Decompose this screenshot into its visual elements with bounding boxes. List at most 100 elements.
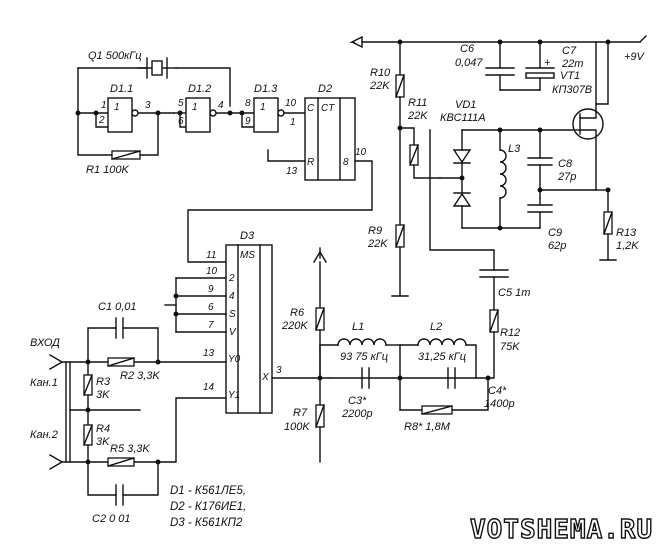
gate-d1-2 (185, 97, 211, 133)
label-ch1: Кан.1 (30, 377, 58, 389)
pin-d11-in2: 2 (98, 115, 105, 126)
filter-section: R6 220K R7 100K L1 93 75 кГц C3* 2200p L… (271, 247, 515, 463)
label-ch2: Кан.2 (30, 429, 58, 441)
pin-d13-in2: 9 (245, 116, 251, 127)
label-r13: R13 (616, 227, 637, 239)
label-r13-value: 1,2K (616, 240, 639, 252)
label-d1-3: D1.3 (254, 83, 278, 95)
pin-d2-c: C (307, 103, 315, 114)
pin-d3-9: 9 (208, 284, 214, 295)
pin-d2-13: 13 (286, 166, 298, 177)
svg-text:1: 1 (260, 102, 266, 113)
pin-d3-6: 6 (208, 302, 214, 313)
label-r2: R2 3,3K (120, 370, 160, 382)
label-minus: − (349, 37, 356, 49)
label-r9-value: 22K (367, 238, 388, 250)
pin-d11-out: 3 (145, 100, 151, 111)
pin-d3-10: 10 (206, 266, 218, 277)
label-c3: C3* (348, 395, 367, 407)
note-line-2: D2 - К176ИЕ1, (170, 501, 246, 513)
mux-d3: D3 MS 2 4 S V Y0 Y1 X 11 10 9 6 7 13 14 … (164, 230, 282, 414)
transistor-vt1 (572, 108, 604, 140)
pin-d13-in1: 8 (245, 98, 251, 109)
label-d2: D2 (318, 83, 332, 95)
pin-d2-q: 1 (290, 117, 296, 128)
label-r11: R11 (408, 97, 427, 109)
pin-d3-7: 7 (208, 320, 214, 331)
label-c8-value: 27p (557, 171, 576, 183)
svg-text:1: 1 (114, 102, 120, 113)
label-r7: R7 (293, 407, 308, 419)
rf-section: − +9V C6 0,047 + C7 22m R10 22K (349, 35, 647, 379)
pin-d11-in1: 1 (101, 100, 107, 111)
pin-d2-10: 10 (355, 147, 367, 158)
label-r11-value: 22K (407, 110, 428, 122)
pin-d3-y0: Y0 (228, 354, 241, 365)
label-d3: D3 (240, 230, 255, 242)
label-d1-2: D1.2 (188, 83, 211, 95)
label-vt1-value: КП307В (552, 84, 592, 96)
label-l2: L2 (430, 321, 442, 333)
pin-d12-in2: 6 (178, 116, 184, 127)
gate-d1-1 (107, 97, 133, 133)
pin-d3-13: 13 (203, 348, 215, 359)
pin-d13-out: 10 (285, 98, 297, 109)
pin-d3-s: S (229, 309, 236, 320)
pin-d3-x: X (261, 372, 269, 383)
label-c3-value: 2200p (341, 408, 373, 420)
label-r12: R12 (500, 327, 520, 339)
label-c5: C5 1m (498, 287, 530, 299)
svg-text:+: + (544, 57, 551, 69)
label-r6-value: 220K (281, 320, 308, 332)
label-q1: Q1 500кГц (88, 50, 142, 62)
pin-d2-ct: CT (321, 103, 335, 114)
label-c6: C6 (460, 43, 475, 55)
pin-d12-out: 4 (218, 100, 224, 111)
pin-d3-11: 11 (206, 250, 216, 261)
label-d1-1: D1.1 (110, 83, 133, 95)
label-r5: R5 3,3K (110, 443, 150, 455)
label-r10-value: 22K (369, 80, 390, 92)
label-c4-value: 1400p (484, 398, 515, 410)
pin-d12-in1: 5 (178, 98, 184, 109)
label-input: ВХОД (30, 337, 60, 349)
label-vt1: VT1 (560, 70, 580, 82)
label-c8: C8 (558, 158, 573, 170)
oscillator-section: Q1 500кГц R1 100K 1 1 2 3 D1.1 1 (75, 50, 306, 176)
label-r8: R8* 1,8M (404, 421, 451, 433)
watermark: VOTSHEMA.RU (470, 515, 653, 545)
pin-d2-out: 8 (343, 157, 349, 168)
pin-d3-4: 4 (229, 291, 235, 302)
label-r4-value: 3K (96, 436, 110, 448)
label-r1: R1 100K (86, 164, 129, 176)
pin-d3-v: V (229, 327, 237, 338)
pin-d3-ms: MS (240, 250, 255, 261)
label-r3: R3 (96, 376, 111, 388)
label-r3-value: 3K (96, 389, 110, 401)
label-c1: C1 0,01 (98, 301, 137, 313)
svg-text:1: 1 (192, 102, 198, 113)
label-r6: R6 (290, 307, 305, 319)
label-r12-value: 75K (500, 341, 520, 353)
label-r7-value: 100K (284, 421, 310, 433)
pin-d3-y1: Y1 (228, 390, 240, 401)
label-c9-value: 62p (548, 240, 566, 252)
pin-d3-3: 3 (276, 365, 282, 376)
pin-d3-2: 2 (228, 273, 235, 284)
label-vd1-value: КВС111А (440, 112, 486, 124)
label-l1: L1 (352, 321, 364, 333)
label-c2: C2 0 01 (92, 513, 131, 525)
label-c7-value: 22m (561, 58, 583, 70)
gate-d1-3 (253, 97, 279, 133)
label-l1-value: 93 75 кГц (340, 351, 388, 363)
note-line-3: D3 - К561КП2 (170, 517, 243, 529)
label-supply: +9V (624, 51, 646, 63)
note-line-1: D1 - К561ЛЕ5, (170, 485, 246, 497)
label-r9: R9 (368, 225, 382, 237)
label-c9: C9 (548, 227, 562, 239)
label-c6-value: 0,047 (455, 57, 483, 69)
label-c7: C7 (562, 45, 577, 57)
pin-d3-14: 14 (203, 382, 215, 393)
counter-d2: C CT 1 R 8 D2 13 10 (187, 83, 373, 263)
